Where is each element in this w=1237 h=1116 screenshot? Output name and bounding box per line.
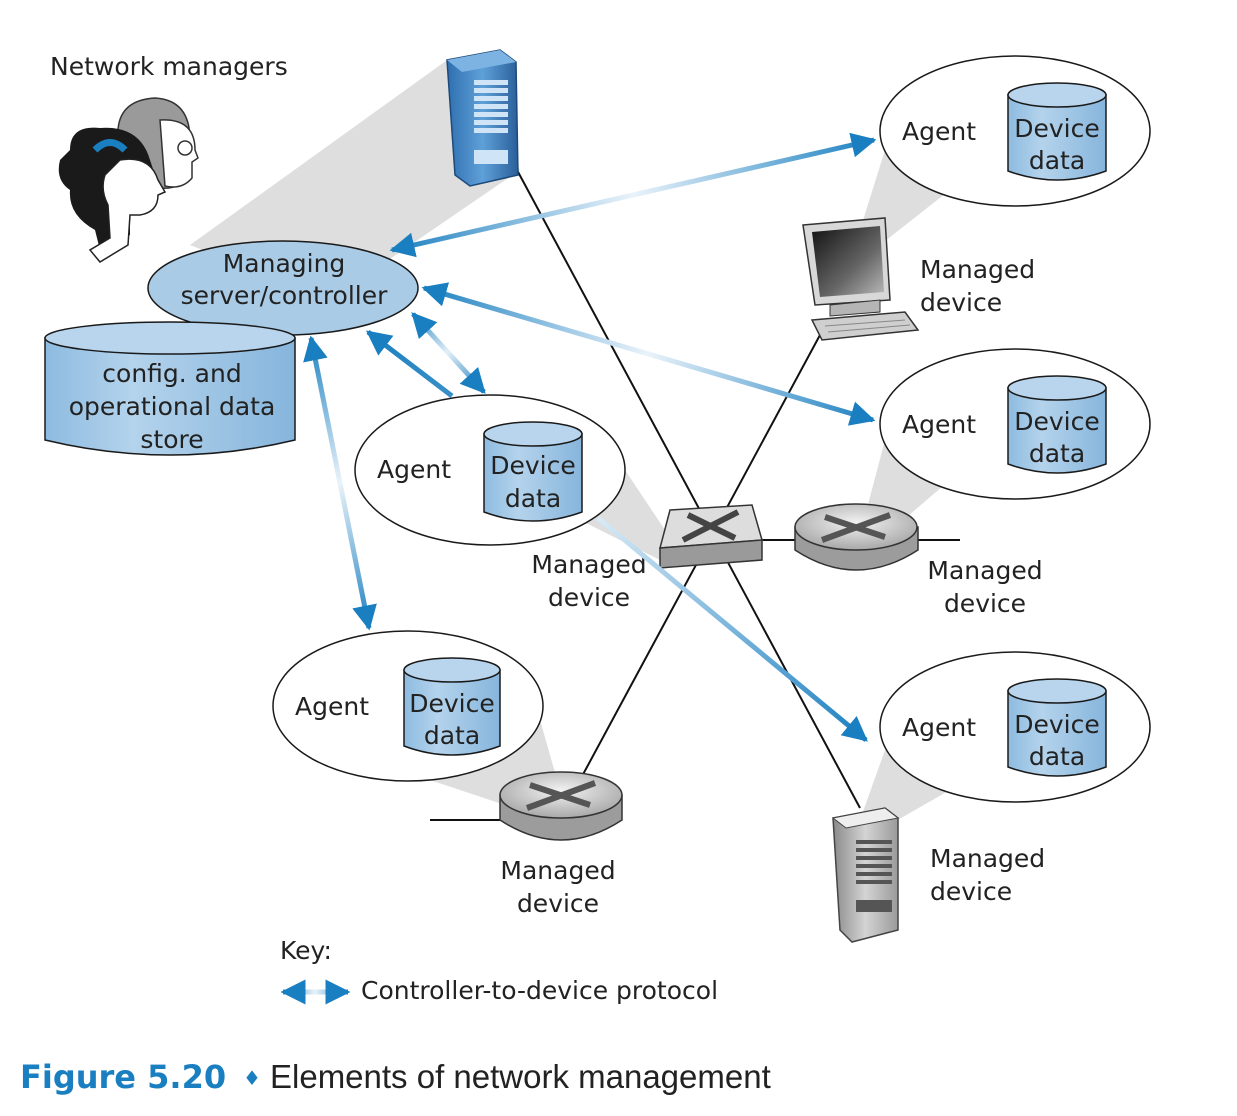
agent-bubble-top-right: Agent Device data (879, 55, 1151, 207)
device-data-label-line2: data (424, 721, 480, 750)
desktop-pc-icon (802, 217, 920, 341)
managed-label-line2: device (548, 583, 630, 612)
caption-number: Figure 5.20 (20, 1058, 226, 1096)
device-data-cylinder: Device data (403, 657, 501, 756)
agent-label: Agent (902, 117, 976, 146)
agent-bubble-middle-right: Agent Device data (879, 348, 1151, 500)
key-title: Key: (280, 936, 332, 965)
agent-label: Agent (902, 713, 976, 742)
switch-icon (659, 504, 763, 569)
key-protocol-label: Controller-to-device protocol (361, 976, 718, 1005)
device-data-cylinder: Device data (1007, 375, 1107, 474)
managed-device-label-pc: Managed device (920, 255, 1035, 317)
managed-label-line2: device (920, 288, 1002, 317)
arrow-to-agent-bottom-right (596, 516, 868, 742)
agent-bubble-center: Agent Device data (354, 394, 626, 546)
agent-bubble-bottom-left: Agent Device data (272, 630, 544, 782)
device-data-label-line2: data (1029, 439, 1085, 468)
device-data-cylinder: Device data (1007, 678, 1107, 777)
gray-server-icon (831, 807, 900, 943)
device-data-label-line2: data (505, 484, 561, 513)
arrow-controller-to-agent-top-right (389, 132, 877, 258)
agent-label: Agent (377, 455, 451, 484)
agent-label: Agent (902, 410, 976, 439)
router-bottom-icon (499, 771, 623, 841)
figure-caption: Figure 5.20 ♦ Elements of network manage… (20, 1058, 771, 1096)
managed-label-line1: Managed (531, 550, 646, 579)
managed-device-label-gray-server: Managed device (930, 844, 1045, 906)
store-label-line3: store (140, 425, 203, 454)
agent-label: Agent (295, 692, 369, 721)
caption-separator: ♦ (243, 1066, 261, 1090)
device-data-label-line1: Device (1014, 710, 1100, 739)
network-managers-icon (58, 97, 199, 263)
router-right-icon (794, 503, 919, 571)
managed-label-line1: Managed (927, 556, 1042, 585)
device-data-label-line1: Device (409, 689, 495, 718)
config-data-store: config. and operational data store (44, 321, 296, 456)
caption-text: Elements of network management (270, 1058, 771, 1095)
legend-key: Key: Controller-to-device protocol (280, 936, 718, 1005)
arrow-controller-to-agent-middle-right (421, 282, 876, 426)
device-data-label-line2: data (1029, 146, 1085, 175)
store-label-line2: operational data (69, 392, 276, 421)
device-data-label-line2: data (1029, 742, 1085, 771)
managed-label-line1: Managed (920, 255, 1035, 284)
agent-bubble-bottom-right: Agent Device data (879, 651, 1151, 803)
managed-label-line1: Managed (930, 844, 1045, 873)
device-data-cylinder: Device data (1007, 82, 1107, 181)
managed-device-label-switch: Managed device (531, 550, 646, 612)
link-server-to-gray-server (516, 169, 861, 809)
device-data-cylinder: Device data (483, 421, 583, 522)
managed-label-line1: Managed (500, 856, 615, 885)
network-managers-label: Network managers (50, 52, 288, 81)
arrow-controller-to-agent-bottom-left (303, 335, 377, 631)
managed-device-label-router-right: Managed device (927, 556, 1042, 618)
device-data-label-line1: Device (490, 451, 576, 480)
managing-server-label-line2: server/controller (181, 281, 389, 310)
device-data-label-line1: Device (1014, 407, 1100, 436)
managed-label-line2: device (517, 889, 599, 918)
store-label-line1: config. and (102, 359, 241, 388)
managed-device-label-router-bottom: Managed device (500, 856, 615, 918)
protocol-arrows (303, 132, 877, 742)
managed-label-line2: device (930, 877, 1012, 906)
managed-label-line2: device (944, 589, 1026, 618)
server-cone (190, 58, 520, 300)
managing-server-controller: Managing server/controller (147, 240, 419, 336)
server-tower-icon (446, 49, 519, 187)
managing-server-label-line1: Managing (223, 249, 346, 278)
device-data-label-line1: Device (1014, 114, 1100, 143)
arrow-controller-to-agent-center (411, 312, 486, 394)
